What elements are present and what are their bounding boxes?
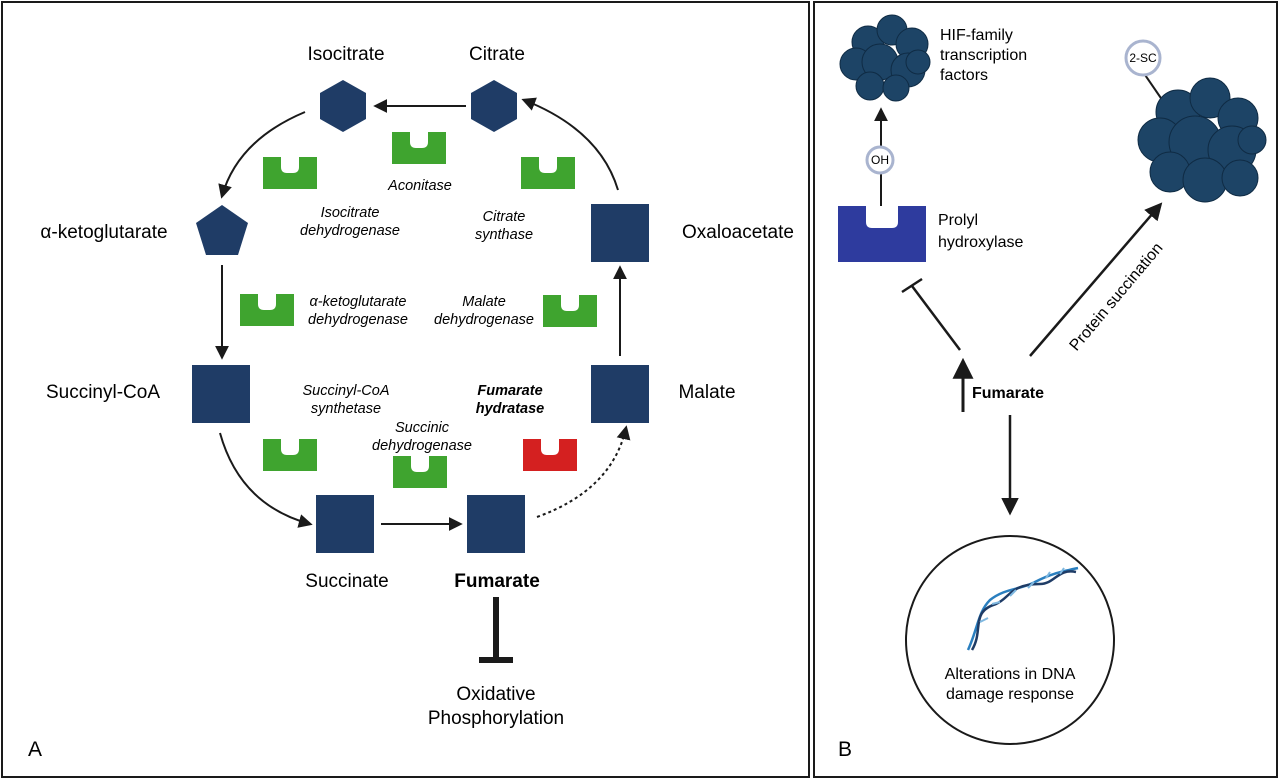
isocitrate-hexagon bbox=[320, 80, 366, 132]
cs-label-2: synthase bbox=[475, 227, 533, 243]
akg-pentagon bbox=[196, 205, 248, 255]
oxphos-label-1: Oxidative bbox=[456, 684, 535, 705]
fh-label-1: Fumarate bbox=[477, 383, 542, 399]
sdh-label-1: Succinic bbox=[395, 420, 450, 436]
citrate-label: Citrate bbox=[469, 44, 525, 65]
malate-label: Malate bbox=[678, 382, 735, 403]
succinate-label: Succinate bbox=[305, 571, 388, 592]
hif-label-1: HIF-family bbox=[940, 27, 1013, 44]
idh-icon bbox=[263, 157, 317, 189]
fumarate-inhibits-prolyl-line bbox=[911, 285, 961, 351]
mdh-label-2: dehydrogenase bbox=[434, 312, 534, 328]
hif-label-2: transcription bbox=[940, 47, 1027, 64]
dna-damage-circle bbox=[905, 535, 1115, 745]
enzyme-icons bbox=[240, 132, 597, 488]
panel-a bbox=[1, 1, 810, 778]
akg-label: α-ketoglutarate bbox=[40, 222, 167, 243]
akgdh-icon bbox=[240, 294, 294, 326]
panel-a-letter: A bbox=[28, 738, 42, 761]
hif-protein-icon bbox=[839, 14, 931, 102]
fh-label-2: hydratase bbox=[476, 401, 545, 417]
prolyl-hydroxylase-icon bbox=[838, 206, 926, 262]
succinated-protein-icon bbox=[1137, 77, 1267, 203]
sdh-icon bbox=[393, 456, 447, 488]
dna-helix-icon bbox=[966, 566, 1079, 651]
protein-succination-arrow bbox=[1029, 202, 1163, 357]
succinate-square bbox=[316, 495, 374, 553]
fumarate-inhibits-prolyl-bar bbox=[901, 277, 923, 294]
fumarate-to-malate-dotted-arrow bbox=[536, 425, 631, 518]
oxphos-label-2: Phosphorylation bbox=[428, 708, 564, 729]
scs-label-2: synthetase bbox=[311, 401, 381, 417]
citrate-synthase-icon bbox=[521, 157, 575, 189]
cs-label-1: Citrate bbox=[483, 209, 526, 225]
aconitase-icon bbox=[392, 132, 446, 164]
succinyl-coa-label: Succinyl-CoA bbox=[46, 382, 160, 403]
scs-icon bbox=[263, 439, 317, 471]
akgdh-label-2: dehydrogenase bbox=[308, 312, 408, 328]
scs-label-1: Succinyl-CoA bbox=[302, 383, 389, 399]
dna-label-2: damage response bbox=[946, 686, 1074, 703]
mdh-icon bbox=[543, 295, 597, 327]
oh-circle bbox=[865, 145, 895, 175]
citrate-hexagon bbox=[471, 80, 517, 132]
oxaloacetate-to-citrate-arrow bbox=[521, 97, 619, 191]
fumarate-label: Fumarate bbox=[454, 571, 540, 592]
sdh-label-2: dehydrogenase bbox=[372, 438, 472, 454]
prolyl-label-2: hydroxylase bbox=[938, 234, 1023, 251]
panel-b bbox=[813, 1, 1278, 778]
succinyl-coa-square bbox=[192, 365, 250, 423]
succinylcoa-to-succinate-arrow bbox=[219, 432, 313, 528]
hif-label-3: factors bbox=[940, 67, 988, 84]
oh-label: OH bbox=[871, 153, 889, 167]
malate-square bbox=[591, 365, 649, 423]
idh-label-2: dehydrogenase bbox=[300, 223, 400, 239]
prolyl-label-1: Prolyl bbox=[938, 212, 978, 229]
two-sc-label: 2-SC bbox=[1129, 51, 1157, 65]
two-sc-circle bbox=[1124, 39, 1162, 77]
mdh-label-1: Malate bbox=[462, 294, 506, 310]
fumarate-b-label: Fumarate bbox=[972, 385, 1044, 402]
aconitase-label: Aconitase bbox=[387, 178, 452, 194]
idh-label-1: Isocitrate bbox=[321, 205, 380, 221]
panel-b-letter: B bbox=[838, 738, 852, 761]
dna-label-1: Alterations in DNA bbox=[945, 666, 1076, 683]
fumarate-square bbox=[467, 495, 525, 553]
isocitrate-label: Isocitrate bbox=[307, 44, 384, 65]
akgdh-label-1: α-ketoglutarate bbox=[310, 294, 407, 310]
oxaloacetate-label: Oxaloacetate bbox=[682, 222, 794, 243]
fumarate-hydratase-icon bbox=[523, 439, 577, 471]
oxaloacetate-square bbox=[591, 204, 649, 262]
isocitrate-to-akg-arrow bbox=[218, 111, 306, 199]
